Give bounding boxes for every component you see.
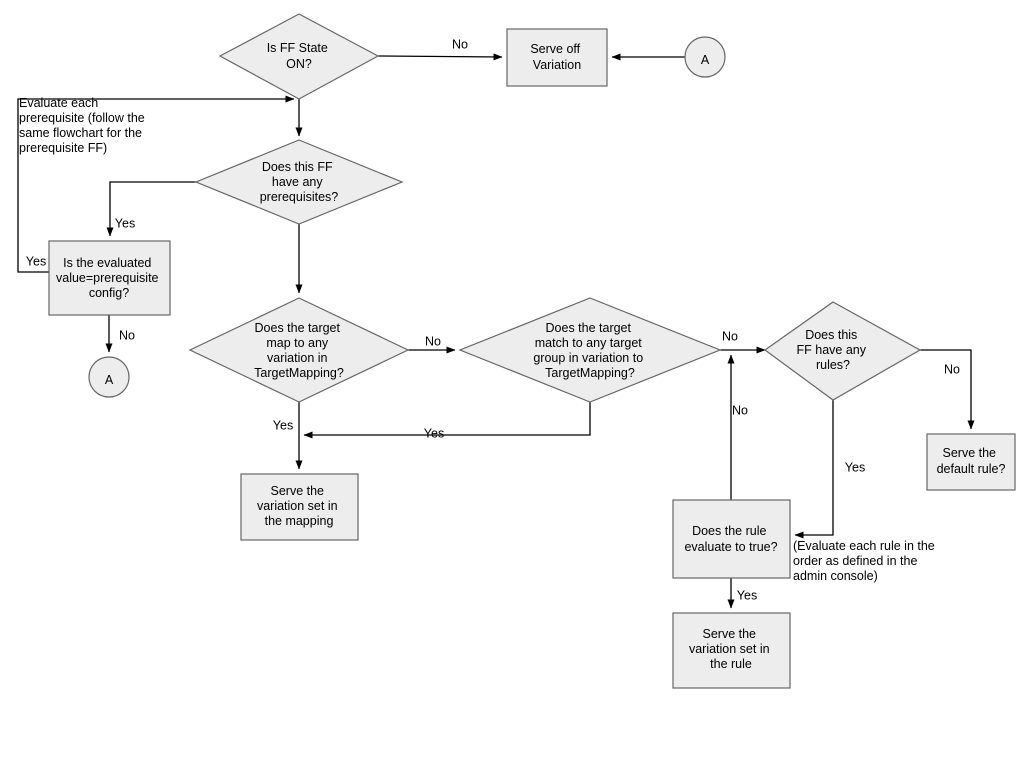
- node-label: Serve the variation set in the rule: [689, 627, 773, 671]
- node-does-ff-have-rules[interactable]: Does this FF have any rules?: [763, 301, 922, 401]
- note-text: (Evaluate each rule in the order as defi…: [793, 539, 938, 583]
- label-evaluated-yes: Yes: [26, 254, 46, 268]
- edge-rules-yes-to-ruleeval: [794, 400, 834, 539]
- note-prerequisite-note: Evaluate each prerequisite (follow the s…: [19, 96, 148, 155]
- process-shape: [926, 433, 1016, 491]
- edge-rules-no-to-servedefault: [920, 349, 975, 430]
- decision-shape: [458, 297, 722, 403]
- label-target-map-no: No: [425, 334, 441, 348]
- edge-prerequisites-yes-to-evaluated: [106, 181, 196, 237]
- edge-targetgroup-yes-to-servemapping: [303, 402, 591, 439]
- node-serve-off-variation[interactable]: Serve off Variation: [506, 28, 608, 87]
- node-serve-variation-set-in-rule[interactable]: Serve the variation set in the rule: [672, 612, 791, 689]
- edge-ffstate-to-serveoff: [377, 53, 503, 61]
- node-does-rule-evaluate-to-true[interactable]: Does the rule evaluate to true?: [672, 499, 791, 579]
- process-shape: [506, 28, 608, 87]
- decision-shape: [218, 13, 380, 100]
- edge-labels-layer: No Yes Yes No Yes No Yes No No Yes No Ye…: [26, 37, 960, 602]
- label-target-group-no: No: [722, 329, 738, 343]
- connector-circle-shape: [684, 36, 726, 78]
- decision-shape: [763, 301, 922, 401]
- label-rule-eval-yes: Yes: [737, 588, 757, 602]
- process-shape: [672, 612, 791, 689]
- node-label: A: [105, 373, 114, 387]
- node-label: Does this FF have any rules?: [797, 328, 870, 372]
- label-prereq-yes: Yes: [115, 216, 135, 230]
- node-label: Serve the variation set in the mapping: [257, 484, 341, 528]
- label-ff-state-no: No: [452, 37, 468, 51]
- note-rule-order-note: (Evaluate each rule in the order as defi…: [793, 539, 938, 583]
- decision-shape: [188, 297, 410, 403]
- decision-shape: [194, 139, 404, 225]
- connectors-layer: [17, 53, 975, 609]
- node-serve-variation-set-in-mapping[interactable]: Serve the variation set in the mapping: [240, 473, 359, 541]
- node-serve-default-rule[interactable]: Serve the default rule?: [926, 433, 1016, 491]
- edge-evaluated-yes-loop: [17, 95, 295, 273]
- label-target-group-yes: Yes: [424, 426, 444, 440]
- label-rule-eval-no: No: [732, 403, 748, 417]
- process-shape: [672, 499, 791, 579]
- node-does-ff-have-prerequisites[interactable]: Does this FF have any prerequisites?: [194, 139, 404, 225]
- note-text: Evaluate each prerequisite (follow the s…: [19, 96, 148, 155]
- node-label: A: [701, 53, 710, 67]
- node-connector-a-left[interactable]: A: [88, 356, 130, 398]
- node-connector-a-top[interactable]: A: [684, 36, 726, 78]
- node-label: Does the target match to any target grou…: [533, 321, 646, 380]
- node-does-target-match-target-group[interactable]: Does the target match to any target grou…: [458, 297, 722, 403]
- label-rules-no: No: [944, 362, 960, 376]
- node-is-evaluated-value-prerequisite-config[interactable]: Is the evaluated value=prerequisite conf…: [48, 240, 171, 316]
- process-shape: [240, 473, 359, 541]
- label-rules-yes: Yes: [845, 460, 865, 474]
- label-evaluated-no: No: [119, 328, 135, 342]
- process-shape: [48, 240, 171, 316]
- node-label: Does the target map to any variation in …: [254, 321, 344, 380]
- label-target-map-yes: Yes: [273, 418, 293, 432]
- node-label: Does the rule evaluate to true?: [684, 524, 777, 554]
- connector-circle-shape: [88, 356, 130, 398]
- node-label: Is FF State ON?: [267, 41, 332, 71]
- node-does-target-map-to-variation[interactable]: Does the target map to any variation in …: [188, 297, 410, 403]
- node-label: Is the evaluated value=prerequisite conf…: [56, 256, 162, 300]
- node-is-ff-state-on[interactable]: Is FF State ON?: [218, 13, 380, 100]
- node-label: Does this FF have any prerequisites?: [260, 160, 339, 204]
- node-label: Serve the default rule?: [937, 446, 1006, 476]
- node-label: Serve off Variation: [530, 42, 583, 72]
